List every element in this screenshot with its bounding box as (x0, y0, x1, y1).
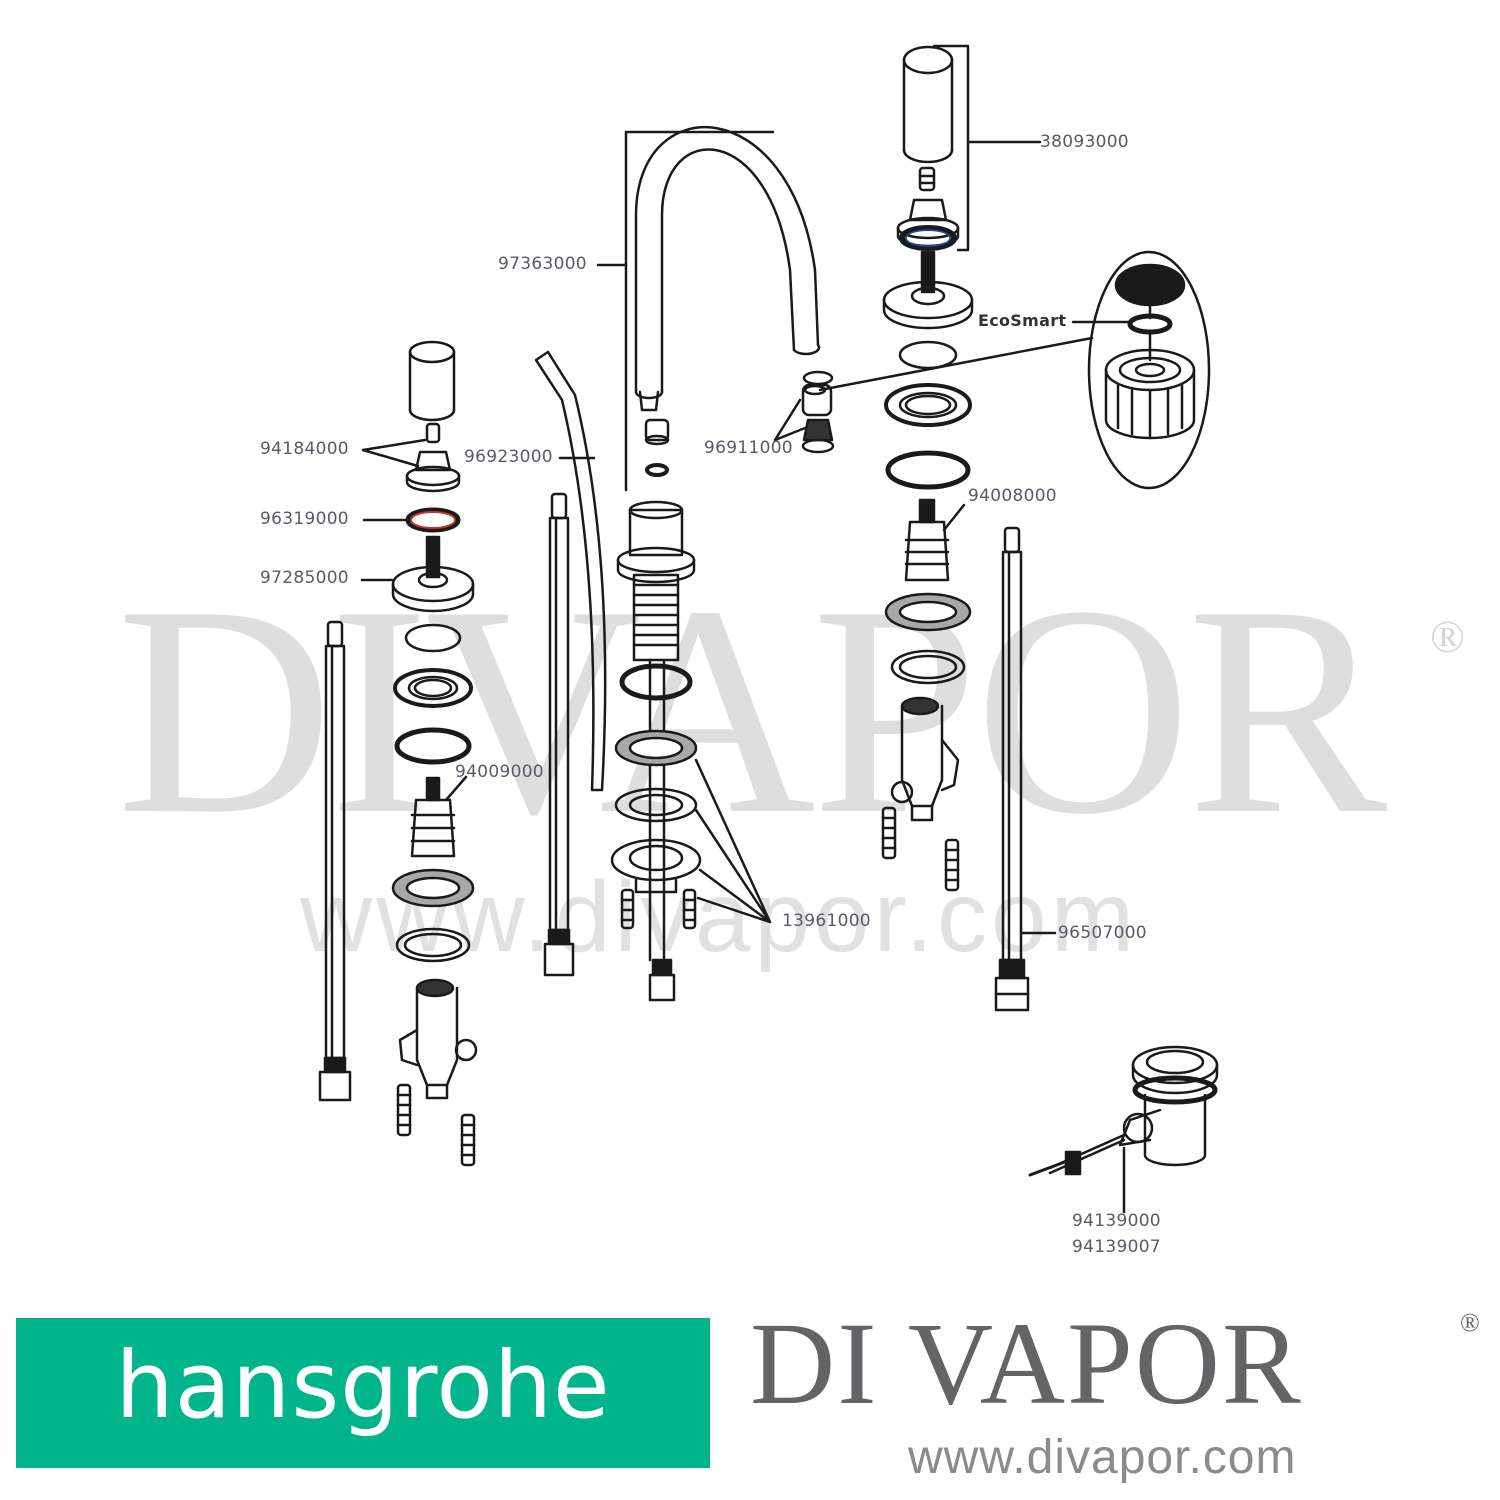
left-hose-icon (318, 620, 352, 1102)
left-handle-cap-icon (408, 340, 456, 422)
pop-up-waste-icon (1028, 1045, 1219, 1177)
middle-hose-icon (543, 492, 575, 977)
part-label-97285000: 97285000 (260, 568, 349, 588)
spout-icon (634, 125, 821, 412)
leader-94009000 (444, 775, 468, 802)
right-washer-icon (884, 383, 972, 427)
left-o-ring-large-icon (394, 727, 472, 765)
divapor-logo: DI VAPOR (750, 1305, 1490, 1423)
spout-base-icon (616, 500, 696, 1002)
hansgrohe-logo-text: hansgrohe (115, 1332, 611, 1439)
left-valve-cartridge-icon (410, 776, 456, 858)
right-blue-ring-icon (899, 225, 957, 251)
right-handle-adapter-icon (896, 198, 960, 248)
divapor-registered-mark: ® (1460, 1308, 1480, 1337)
right-gaskets-icon (884, 592, 972, 685)
left-screws-icon (396, 1083, 476, 1167)
watermark-brand: DIVAPOR (116, 544, 1388, 876)
leader-94184000 (361, 438, 427, 468)
spout-small-parts-icon (644, 418, 670, 477)
left-valve-body-icon (398, 978, 478, 1100)
leader-97363000 (596, 130, 775, 492)
part-label-97363000: 97363000 (498, 254, 587, 274)
part-label-96923000: 96923000 (464, 447, 553, 467)
left-handle-adapter-icon (405, 450, 461, 493)
hansgrohe-logo: hansgrohe (16, 1318, 710, 1468)
leader-38093000 (932, 44, 1042, 252)
spout-o-ring-icon (619, 663, 693, 701)
right-handle-cap-icon (902, 45, 954, 164)
leader-96911000 (773, 336, 1094, 442)
part-label-94009000: 94009000 (455, 762, 544, 782)
part-label-94008000: 94008000 (968, 486, 1057, 506)
left-gaskets-icon (391, 868, 475, 963)
part-label-96319000: 96319000 (260, 509, 349, 529)
right-valve-cartridge-icon (904, 498, 966, 582)
right-handle-screw-icon (918, 166, 936, 192)
leader-13961000 (694, 758, 772, 924)
right-screws-icon (881, 806, 960, 892)
part-label-96911000: 96911000 (704, 438, 793, 458)
exploded-parts-drawing (318, 44, 1219, 1214)
right-o-ring-large-icon (885, 450, 971, 490)
pull-rod-icon (534, 350, 607, 792)
left-o-ring-small-icon (404, 623, 462, 653)
right-hose-icon (994, 526, 1030, 1012)
leader-94008000 (942, 503, 966, 532)
part-label-ecosmart: EcoSmart (978, 311, 1067, 330)
right-o-ring-small-icon (898, 340, 958, 370)
spout-fixing-plate-icon (610, 838, 702, 894)
part-label-94139000: 94139000 (1072, 1211, 1161, 1231)
part-label-94184000: 94184000 (260, 439, 349, 459)
right-rosette-icon (882, 250, 974, 330)
spout-screws-icon (620, 888, 697, 930)
part-label-96507000: 96507000 (1058, 923, 1147, 943)
spout-washer-icon (614, 787, 698, 823)
divapor-url: www.divapor.com (908, 1431, 1297, 1484)
watermark-registered-mark: ® (1430, 611, 1465, 662)
part-label-94139007: 94139007 (1072, 1237, 1161, 1257)
divapor-logo-name: DI VAPOR (750, 1298, 1303, 1429)
left-rosette-icon (391, 535, 475, 613)
aerator-icon (801, 370, 835, 454)
right-valve-body-icon (890, 696, 960, 822)
part-label-13961000: 13961000 (782, 911, 871, 931)
spout-gasket-icon (614, 729, 698, 767)
left-handle-screw-icon (425, 422, 441, 444)
left-washer-icon (393, 668, 473, 708)
part-label-38093000: 38093000 (1040, 132, 1129, 152)
ecosmart-detail-icon (1087, 250, 1211, 490)
left-red-ring-icon (405, 507, 461, 533)
